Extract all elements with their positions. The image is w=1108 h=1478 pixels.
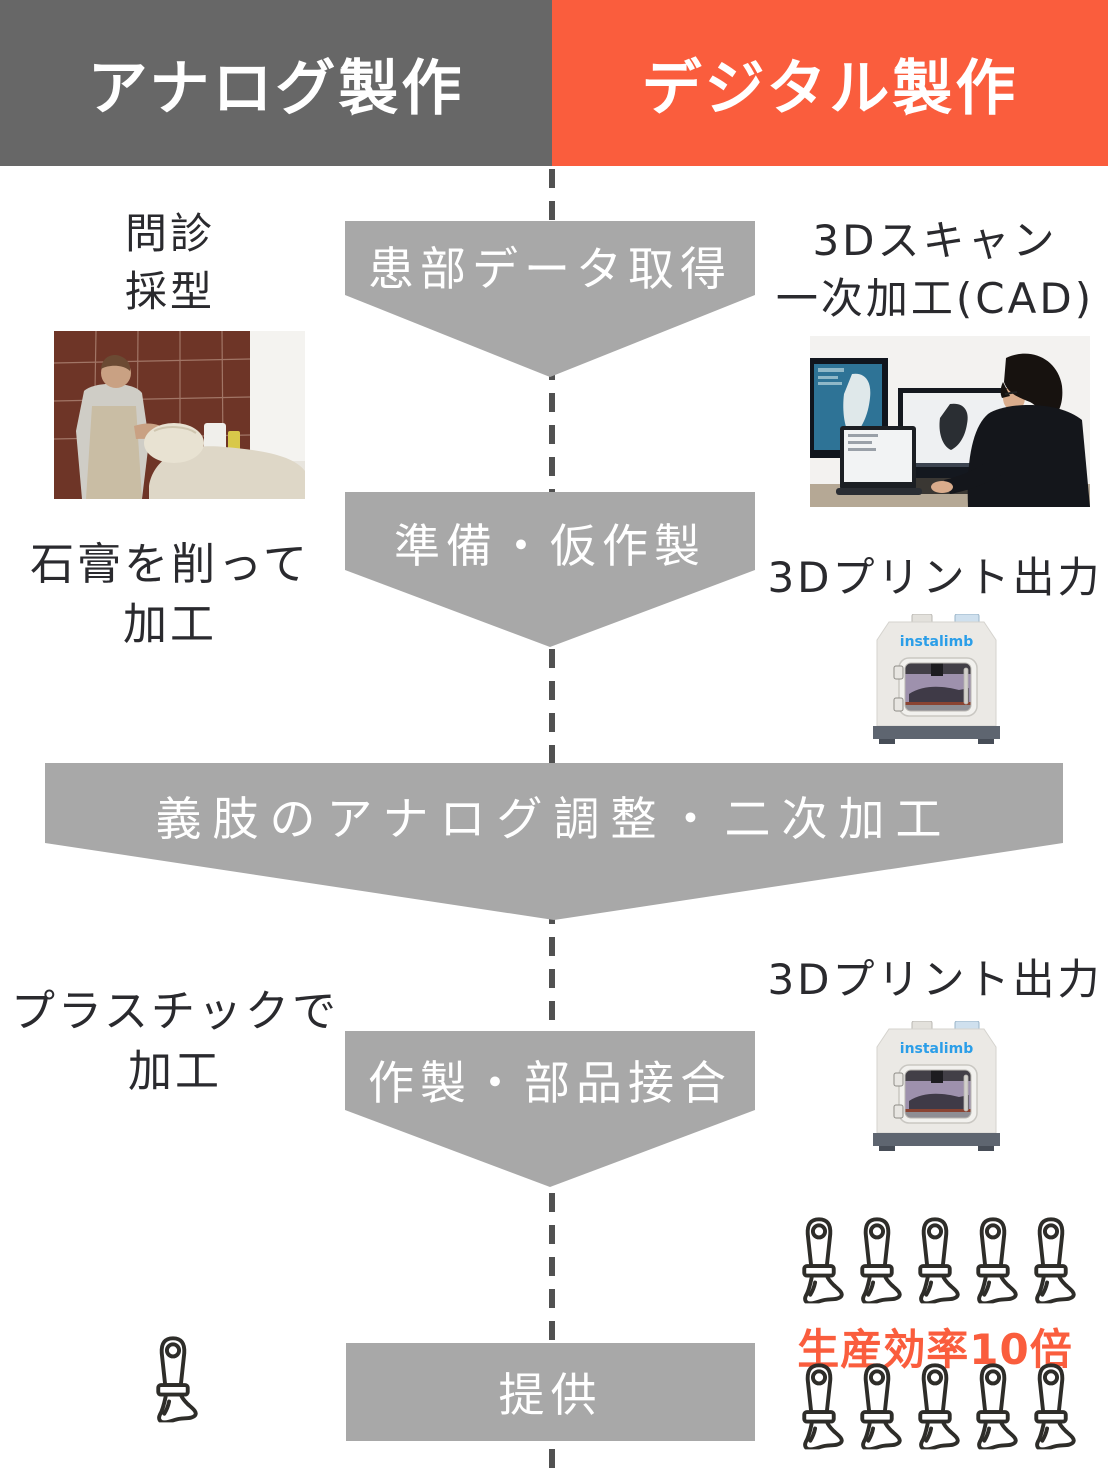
printer-image-1 — [868, 614, 1005, 745]
prosthetic-foot-icon — [909, 1362, 961, 1450]
digital-print-label-2: 3Dプリント出力 — [767, 955, 1103, 1004]
banner-label: 作製・部品接合 — [368, 1056, 732, 1110]
analog-step2-text: 石膏を削って 加工 — [15, 535, 325, 655]
banner-label: 義肢のアナログ調整・二次加工 — [155, 792, 953, 846]
prosthetic-foot-icon — [967, 1216, 1019, 1304]
analog-step1-line1: 問診 — [124, 209, 215, 258]
prosthetic-foot-icon — [851, 1362, 903, 1450]
analog-step2-line2: 加工 — [123, 599, 217, 650]
banner-assembly: 作製・部品接合 — [345, 1031, 755, 1187]
prosthetic-foot-icon — [909, 1216, 961, 1304]
analog-step1-line2: 採型 — [124, 267, 215, 316]
digital-output-feet-row-1 — [793, 1216, 1077, 1304]
digital-output-feet-row-2 — [793, 1362, 1077, 1450]
analog-step1-text: 問診 採型 — [40, 205, 300, 321]
analog-plaster-photo — [54, 331, 305, 499]
digital-cad-photo — [810, 336, 1090, 507]
digital-print-label-1: 3Dプリント出力 — [767, 553, 1103, 602]
banner-label: 患部データ取得 — [368, 242, 732, 296]
digital-step1-line2: 一次加工(CAD) — [775, 274, 1095, 323]
banner-label: 準備・仮作製 — [394, 519, 706, 573]
banner-preparation: 準備・仮作製 — [345, 492, 755, 647]
prosthetic-foot-icon — [1025, 1362, 1077, 1450]
prosthetic-foot-icon — [1025, 1216, 1077, 1304]
prosthetic-foot-icon — [793, 1216, 845, 1304]
banner-label: 提供 — [498, 1368, 603, 1422]
analog-output-foot — [147, 1335, 199, 1423]
analog-step4-line2: 加工 — [128, 1046, 222, 1097]
digital-header: デジタル製作 — [552, 0, 1108, 166]
banner-delivery: 提供 — [346, 1343, 755, 1441]
digital-step1-text: 3Dスキャン 一次加工(CAD) — [765, 212, 1105, 328]
analog-step2-line1: 石膏を削って — [30, 539, 310, 590]
banner-analog-adjustment: 義肢のアナログ調整・二次加工 — [45, 763, 1063, 920]
analog-step4-text: プラスチックで 加工 — [10, 982, 340, 1102]
prosthetic-foot-icon — [851, 1216, 903, 1304]
analog-header: アナログ製作 — [0, 0, 552, 166]
digital-step1-line1: 3Dスキャン — [812, 216, 1058, 265]
prosthetic-foot-icon — [147, 1335, 199, 1423]
prosthetic-foot-icon — [967, 1362, 1019, 1450]
printer-image-2 — [868, 1021, 1005, 1152]
banner-patient-data: 患部データ取得 — [345, 221, 755, 377]
prosthetic-foot-icon — [793, 1362, 845, 1450]
analog-step4-line1: プラスチックで — [10, 986, 340, 1037]
